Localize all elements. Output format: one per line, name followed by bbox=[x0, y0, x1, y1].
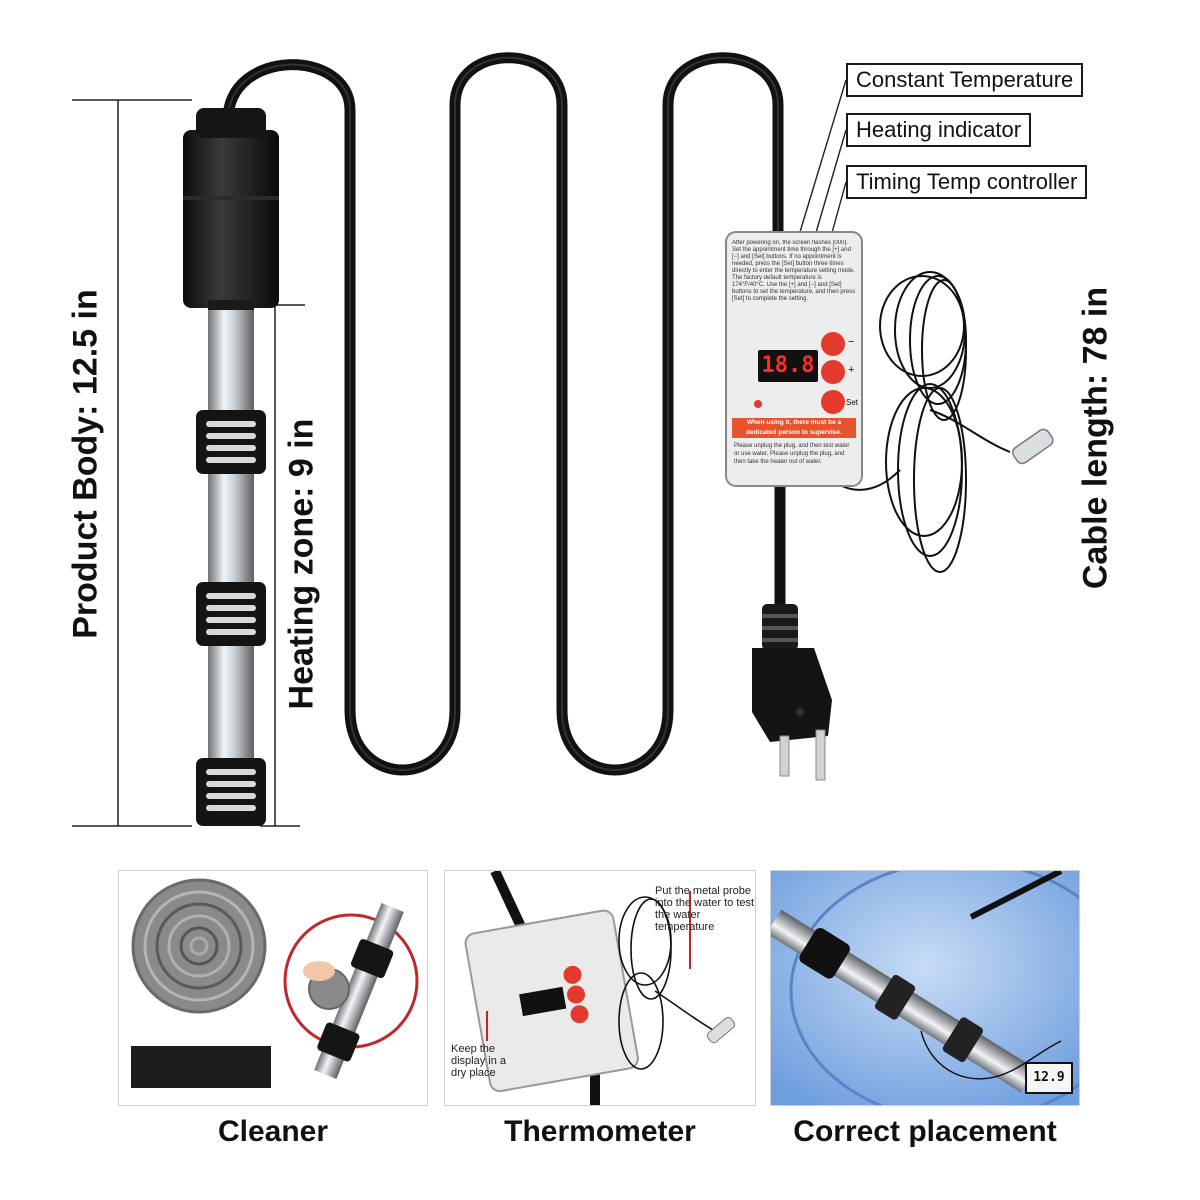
callout-leaders bbox=[799, 79, 847, 241]
thermometer-illustration bbox=[464, 871, 736, 1105]
probe-note: Put the metal probe into the water to te… bbox=[655, 885, 755, 933]
temperature-probe-icon bbox=[841, 271, 1054, 573]
timer-controller bbox=[725, 231, 863, 487]
thermometer-caption: Thermometer bbox=[504, 1115, 696, 1148]
callout-heating-indicator: Heating indicator bbox=[846, 113, 1032, 147]
controller-display: 18.8 bbox=[761, 353, 815, 378]
controller-instructions: After powering on, the screen flashes [0… bbox=[732, 240, 856, 302]
product-diagram bbox=[72, 52, 1054, 827]
cable-length-label: Cable length: 78 in bbox=[1076, 286, 1115, 590]
rod-clip bbox=[196, 582, 266, 646]
rod-clip bbox=[196, 410, 266, 474]
placement-thermometer-display: 12.9 bbox=[1033, 1070, 1065, 1085]
set-button-label: Set bbox=[846, 398, 859, 407]
warning-text: When using it, there must be a dedicated… bbox=[746, 419, 842, 436]
plus-button-label: + bbox=[848, 364, 855, 376]
display-note: Keep the display in a dry place bbox=[451, 1043, 507, 1079]
plug-icon bbox=[752, 648, 832, 781]
cleaner-illustration bbox=[131, 878, 419, 1088]
placement-panel: 12.9 bbox=[770, 870, 1080, 1106]
callout-timing-temp-controller: Timing Temp controller bbox=[846, 165, 1088, 199]
heater-rod bbox=[183, 108, 279, 775]
plug-cable bbox=[762, 485, 798, 650]
product-body-label: Product Body: 12.5 in bbox=[66, 289, 105, 639]
cleaner-panel bbox=[118, 870, 428, 1106]
minus-button-label: − bbox=[848, 336, 855, 348]
sponge-icon bbox=[131, 1046, 271, 1088]
placement-caption: Correct placement bbox=[793, 1115, 1057, 1148]
rod-clip bbox=[196, 758, 266, 826]
steel-wool-icon bbox=[131, 878, 267, 1014]
heating-zone-label: Heating zone: 9 in bbox=[282, 418, 321, 710]
thermometer-panel: Put the metal probe into the water to te… bbox=[444, 870, 756, 1106]
callout-constant-temperature: Constant Temperature bbox=[846, 63, 1084, 97]
unplug-notice: Please unplug the plug, and then test wa… bbox=[734, 443, 850, 465]
cleaner-caption: Cleaner bbox=[217, 1115, 329, 1148]
placement-illustration bbox=[771, 871, 1079, 1105]
